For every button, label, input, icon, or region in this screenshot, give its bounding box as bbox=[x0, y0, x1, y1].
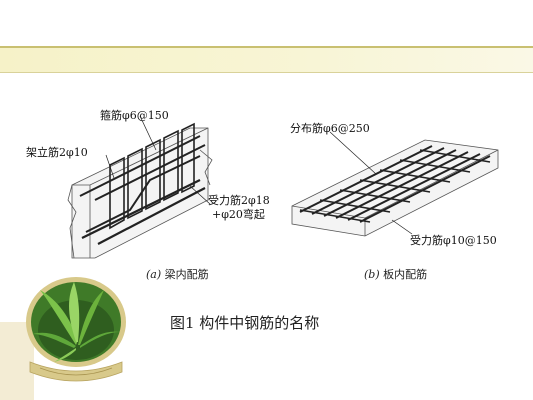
slab-main-bar-label: 受力筋φ10@150 bbox=[410, 234, 497, 247]
slab-caption-letter: (b) bbox=[364, 268, 380, 281]
main-bar-label: 受力筋2φ18 bbox=[208, 194, 270, 207]
header-line bbox=[0, 46, 533, 48]
header-line-lower bbox=[0, 72, 533, 73]
plant-ornament bbox=[0, 277, 126, 400]
header-band bbox=[0, 46, 533, 72]
figure-title: 图1 构件中钢筋的名称 bbox=[170, 314, 320, 332]
beam-caption: (a) 梁内配筋 bbox=[146, 266, 209, 282]
stirrup-label: 箍筋φ6@150 bbox=[100, 109, 169, 122]
slab-caption-text: 板内配筋 bbox=[383, 268, 428, 281]
slab-diagram bbox=[291, 131, 499, 237]
beam-caption-letter: (a) bbox=[146, 268, 162, 281]
slab-caption: (b) 板内配筋 bbox=[364, 266, 427, 282]
beam-diagram bbox=[67, 115, 213, 259]
erection-bar-label: 架立筋2φ10 bbox=[26, 146, 88, 159]
bent-bar-label: +φ20弯起 bbox=[212, 208, 265, 221]
beam-caption-text: 梁内配筋 bbox=[164, 268, 209, 281]
distribution-bar-label: 分布筋φ6@250 bbox=[290, 122, 370, 135]
